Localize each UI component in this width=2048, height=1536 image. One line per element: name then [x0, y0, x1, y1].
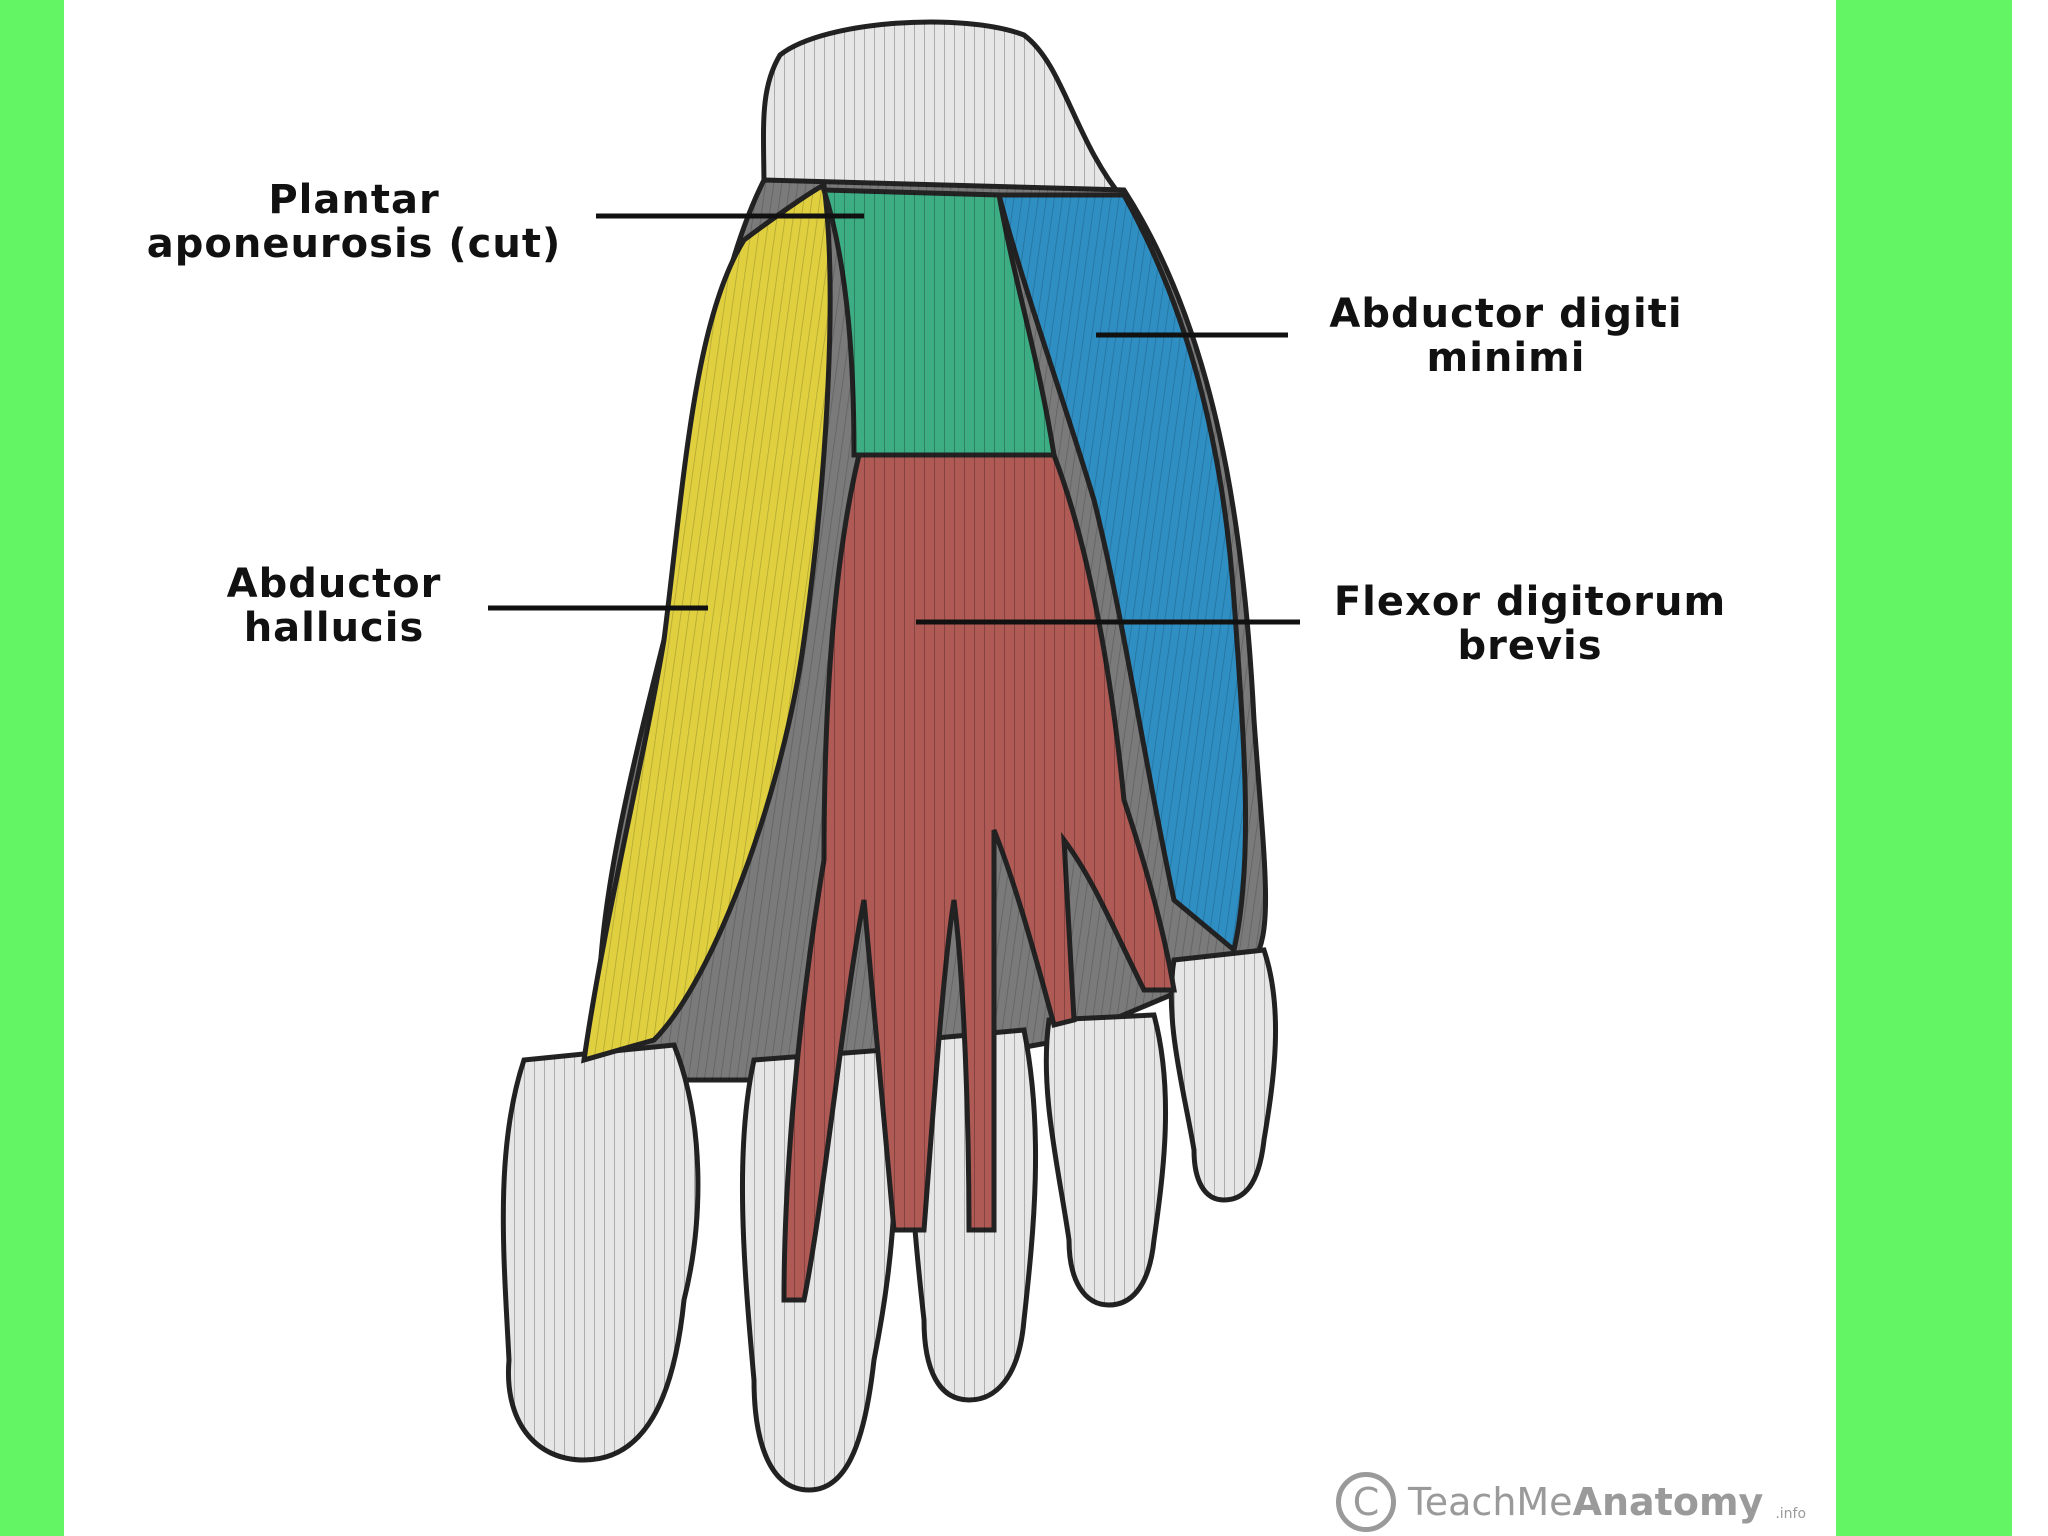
label-abd-dm-line2: minimi	[1426, 335, 1586, 381]
label-fdb-line1: Flexor digitorum	[1333, 579, 1727, 625]
label-plantar-line2: aponeurosis (cut)	[146, 221, 562, 267]
label-abd-h-line1: Abductor	[226, 561, 442, 607]
copyright-icon: C	[1336, 1472, 1396, 1532]
foot-illustration	[488, 19, 1300, 1493]
label-abd-h-line2: hallucis	[243, 605, 425, 651]
label-plantar-line1: Plantar	[268, 177, 440, 223]
label-abd-dm-line1: Abductor digiti	[1329, 291, 1683, 337]
label-abductor-hallucis: Abductor hallucis	[194, 562, 474, 650]
label-fdb-line2: brevis	[1457, 623, 1603, 669]
label-plantar-aponeurosis: Plantar aponeurosis (cut)	[104, 178, 604, 266]
diagram-panel: Plantar aponeurosis (cut) Abductor digit…	[64, 0, 1836, 1536]
watermark-text: TeachMeAnatomy	[1408, 1480, 1763, 1524]
right-green-border	[1836, 0, 2012, 1536]
watermark-suffix: .info	[1775, 1506, 1807, 1522]
label-flexor-digitorum-brevis: Flexor digitorum brevis	[1300, 580, 1760, 668]
label-abductor-digiti-minimi: Abductor digiti minimi	[1296, 292, 1716, 380]
watermark-brand: Anatomy	[1572, 1480, 1764, 1524]
right-white-edge	[2012, 0, 2048, 1536]
teachmeanatomy-watermark: C TeachMeAnatomy .info	[1336, 1472, 1806, 1532]
left-green-border	[0, 0, 64, 1536]
watermark-prefix: TeachMe	[1408, 1480, 1573, 1524]
